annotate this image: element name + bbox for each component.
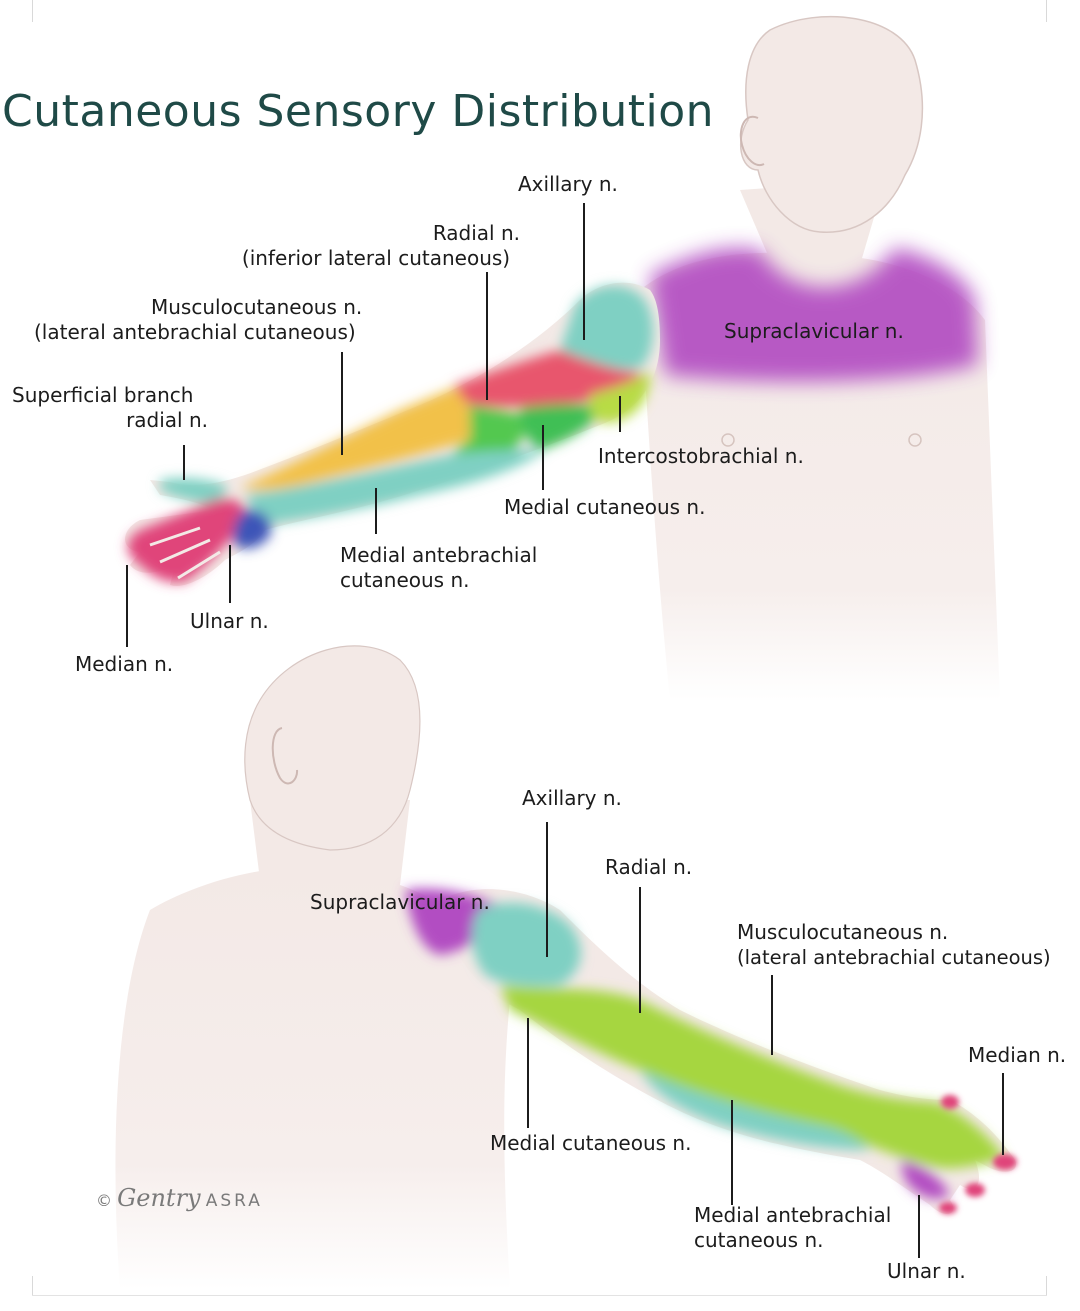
label-front-ulnar: Ulnar n.: [190, 609, 269, 633]
front-figure: [125, 15, 1000, 700]
artist-signature: Gentry: [117, 1184, 201, 1212]
front-zone-radial: [453, 350, 640, 408]
front-zone-median: [127, 498, 246, 583]
back-zone-radial: [500, 985, 1005, 1169]
frame-edge: [32, 1295, 1047, 1296]
front-nipple: [721, 433, 735, 447]
label-line: radial n.: [126, 408, 208, 432]
front-head: [740, 15, 924, 233]
back-zone-axillary: [471, 902, 581, 987]
back-nerve-zones: [405, 888, 1005, 1200]
copyright-mark: © Gentry ASRA: [96, 1184, 263, 1212]
front-zone-medial-cutaneous: [520, 403, 600, 450]
front-zone-ulnar: [233, 509, 272, 549]
front-nerve-zones: [127, 285, 654, 583]
front-zone-superficial-radial: [160, 477, 227, 503]
label-back-radial: Radial n.: [605, 855, 693, 879]
back-zone-ulnar: [900, 1160, 950, 1200]
front-ear: [739, 115, 765, 166]
label-line: Musculocutaneous n.: [151, 295, 363, 319]
label-front-musculocutaneous: Musculocutaneous n. (lateral antebrachia…: [34, 295, 362, 345]
label-front-medial-antebrachial: Medial antebrachial cutaneous n.: [340, 543, 537, 593]
label-front-supraclavicular: Supraclavicular n.: [724, 319, 904, 343]
frame-edge: [32, 1276, 33, 1296]
label-back-supraclavicular: Supraclavicular n.: [310, 890, 490, 914]
label-front-axillary: Axillary n.: [518, 172, 618, 196]
label-front-radial: Radial n. (inferior lateral cutaneous): [226, 221, 526, 271]
leader-lines: [126, 203, 1004, 1258]
label-line: Superficial branch: [12, 383, 194, 407]
back-figure: [115, 645, 1017, 1290]
front-zone-musculocutaneous: [240, 388, 475, 491]
label-front-median: Median n.: [75, 652, 174, 676]
label-line: Medial antebrachial: [694, 1203, 892, 1227]
label-line: (lateral antebrachial cutaneous): [34, 320, 356, 344]
front-supraclavicular-region: [650, 248, 978, 382]
organization-name: ASRA: [205, 1191, 263, 1211]
copyright-symbol: ©: [96, 1191, 112, 1210]
label-back-axillary: Axillary n.: [522, 786, 622, 810]
label-back-median: Median n.: [968, 1043, 1067, 1067]
label-line: cutaneous n.: [340, 568, 470, 592]
label-back-musculocutaneous: Musculocutaneous n. (lateral antebrachia…: [737, 920, 1051, 970]
label-line: Radial n.: [432, 221, 520, 245]
front-fingers: [149, 526, 221, 580]
front-nipple: [908, 433, 922, 447]
back-torso: [115, 867, 510, 1290]
frame-edge: [1046, 1276, 1047, 1296]
page-title: Cutaneous Sensory Distribution: [2, 86, 715, 137]
label-front-medial-cutaneous: Medial cutaneous n.: [504, 495, 706, 519]
label-line: (inferior lateral cutaneous): [241, 246, 511, 270]
back-ear: [271, 727, 299, 785]
back-head: [244, 645, 421, 851]
label-back-ulnar: Ulnar n.: [887, 1259, 966, 1283]
label-line: cutaneous n.: [694, 1228, 824, 1252]
frame-edge: [1046, 0, 1047, 22]
back-fingertips: [939, 1095, 1017, 1214]
label-line: Medial antebrachial: [340, 543, 538, 567]
label-line: (lateral antebrachial cutaneous): [737, 946, 1051, 969]
front-zone-medial-antebrachial: [245, 450, 545, 525]
label-back-medial-antebrachial: Medial antebrachial cutaneous n.: [694, 1203, 891, 1253]
label-back-medial-cutaneous: Medial cutaneous n.: [490, 1131, 692, 1155]
label-front-superficial-radial: Superficial branch radial n.: [12, 383, 208, 433]
label-front-intercostobrachial: Intercostobrachial n.: [598, 444, 804, 468]
label-line: Musculocutaneous n.: [737, 920, 949, 944]
frame-edge: [32, 0, 33, 22]
back-zone-medial-antebrachial: [640, 1070, 870, 1150]
